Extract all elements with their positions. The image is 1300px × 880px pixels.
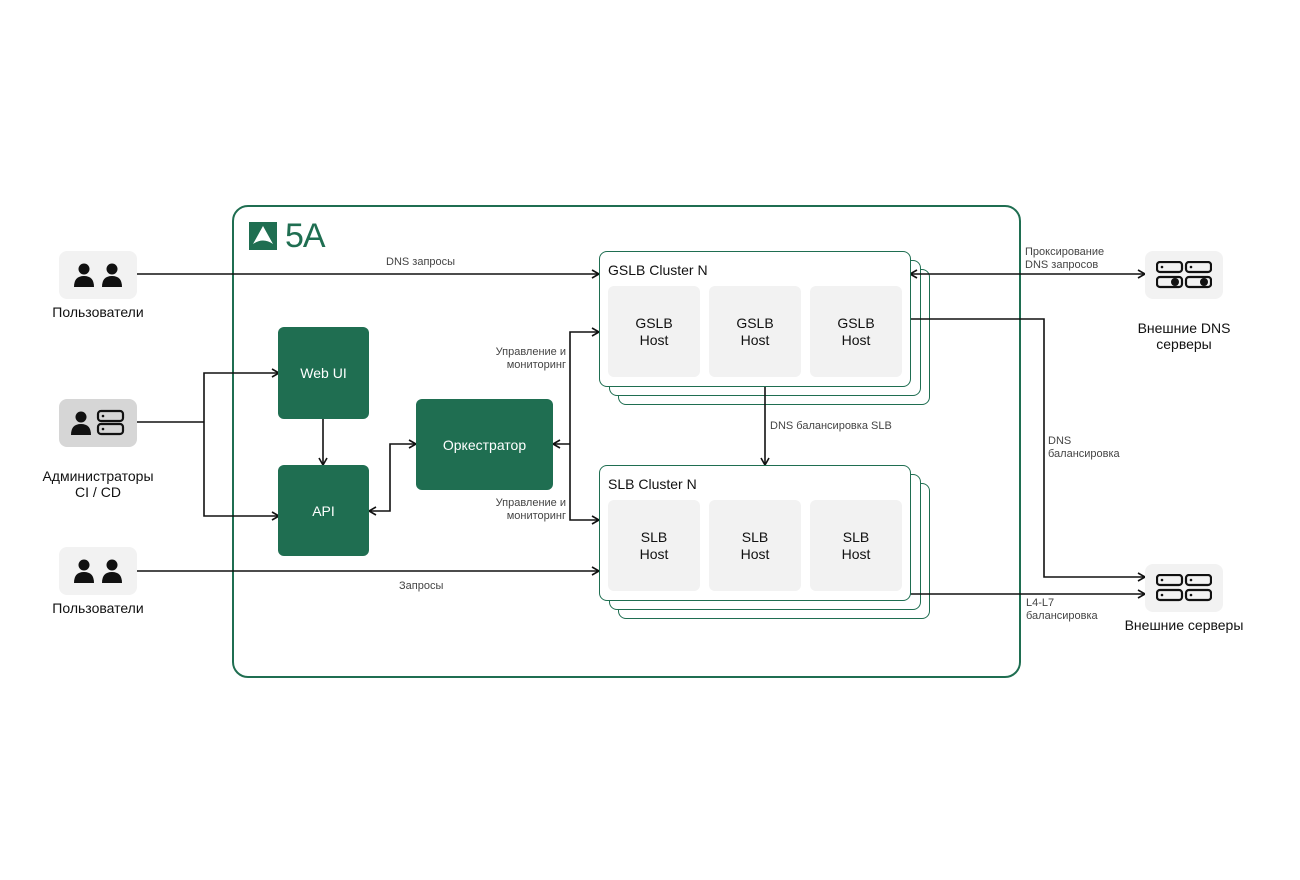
users-icon (74, 559, 122, 583)
slb-cluster-title: SLB Cluster N (608, 476, 697, 492)
users-bottom-label: Пользователи (52, 600, 144, 616)
external-servers-node (1145, 564, 1223, 612)
external-dns-label: Внешние DNS серверы (1104, 304, 1264, 352)
slb-cluster: SLB Cluster N SLB Host SLB Host SLB Host (599, 465, 911, 601)
label-mgmt-top: Управление и мониторинг (495, 346, 566, 371)
edge-admins-webui (203, 368, 281, 422)
external-servers-label: Внешние серверы (1124, 617, 1244, 633)
slb-host: SLB Host (709, 500, 801, 591)
users-icon (74, 263, 122, 287)
edge-orchestrator-slb (569, 444, 601, 525)
servers-icon (1156, 574, 1212, 602)
edge-orchestrator-gslb (569, 327, 601, 444)
label-dns-requests: DNS запросы (386, 256, 456, 268)
label-requests: Запросы (399, 580, 444, 592)
dns-servers-icon (1156, 261, 1212, 289)
admins-node (59, 399, 137, 447)
logo-mark-icon (249, 222, 277, 250)
gslb-cluster: GSLB Cluster N GSLB Host GSLB Host GSLB … (599, 251, 911, 387)
external-dns-node (1145, 251, 1223, 299)
api-label: API (312, 502, 335, 519)
api-node: API (278, 465, 369, 556)
brand-logo: 5A (249, 217, 326, 255)
label-dns-balancing: DNS балансировка (1048, 435, 1120, 460)
orchestrator-node: Оркестратор (416, 399, 553, 490)
label-dns-slb: DNS балансировка SLB (770, 420, 892, 432)
web-ui-node: Web UI (278, 327, 369, 419)
label-l4l7: L4-L7 балансировка (1026, 597, 1098, 622)
edge-admins-api (203, 422, 281, 521)
web-ui-label: Web UI (300, 365, 347, 381)
admins-label-text: Администраторы CI / CD (42, 468, 154, 500)
users-bottom-node (59, 547, 137, 595)
users-top-node (59, 251, 137, 299)
edge-api-orchestrator (367, 439, 418, 516)
logo-text: 5A (285, 217, 326, 255)
admins-servers-icon (71, 409, 125, 436)
label-mgmt-bottom: Управление и мониторинг (495, 497, 566, 522)
slb-host: SLB Host (608, 500, 700, 591)
gslb-cluster-title: GSLB Cluster N (608, 262, 708, 278)
edge-dns-balancing (910, 318, 1147, 582)
gslb-host: GSLB Host (608, 286, 700, 377)
label-dns-proxy: Проксирование DNS запросов (1025, 246, 1105, 271)
gslb-host: GSLB Host (709, 286, 801, 377)
orchestrator-label: Оркестратор (442, 436, 527, 453)
slb-host: SLB Host (810, 500, 902, 591)
admins-label: Администраторы CI / CD (18, 452, 178, 500)
external-dns-label-text: Внешние DNS серверы (1137, 320, 1231, 352)
gslb-host: GSLB Host (810, 286, 902, 377)
users-top-label: Пользователи (52, 304, 144, 320)
